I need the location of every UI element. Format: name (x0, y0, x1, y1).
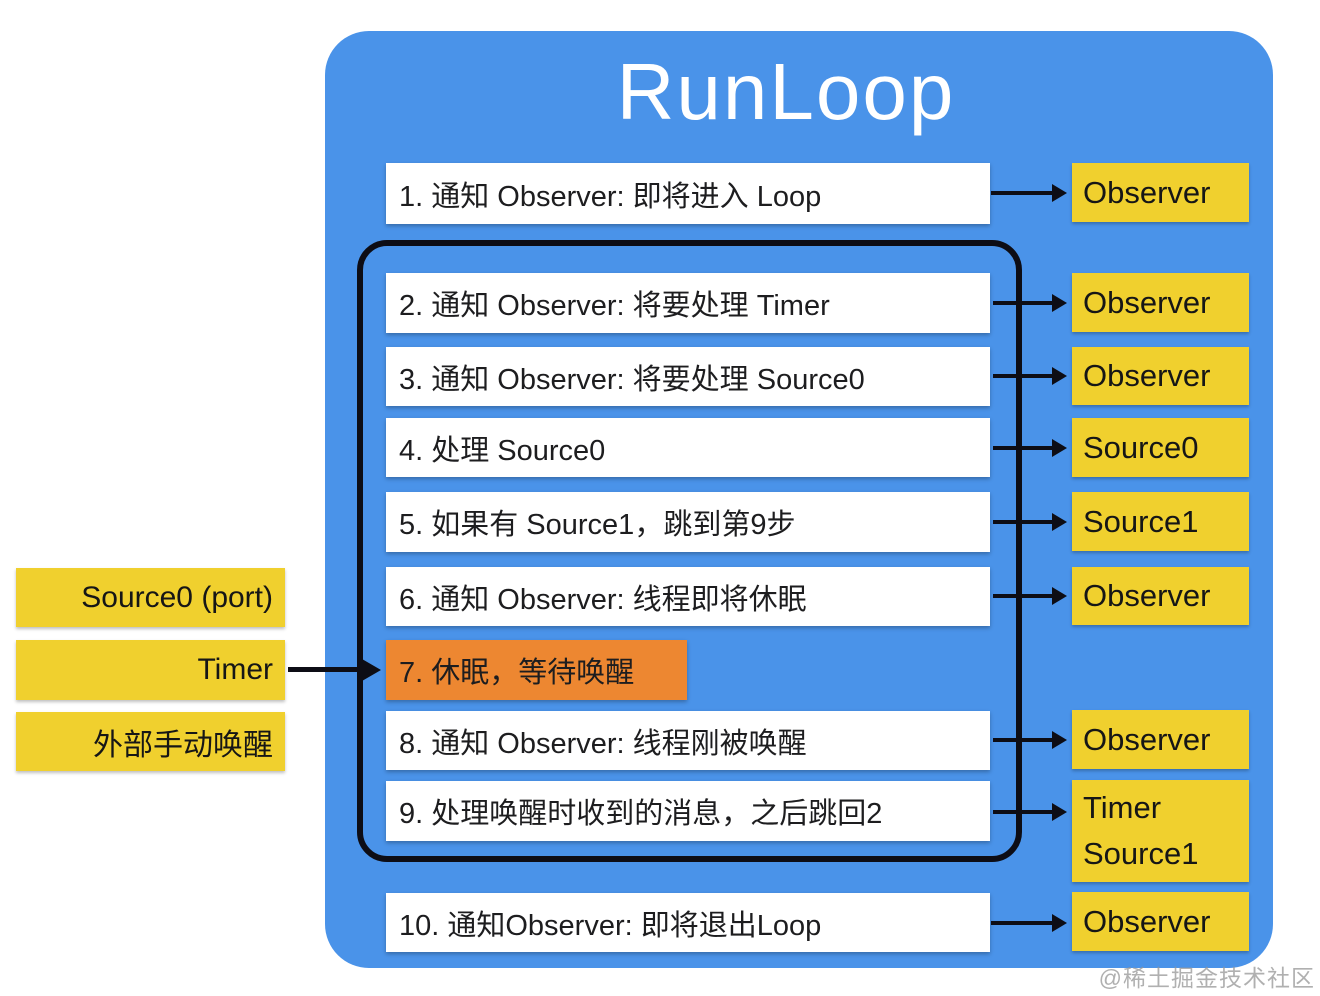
diagram-title: RunLoop (616, 47, 956, 136)
step-6: 6. 通知 Observer: 线程即将休眠 (386, 567, 990, 626)
step-10: 10. 通知Observer: 即将退出Loop (386, 893, 990, 952)
step-2: 2. 通知 Observer: 将要处理 Timer (386, 273, 990, 333)
target-observer-6: Observer (1072, 567, 1249, 625)
arrow-step6-to-observer-icon (993, 594, 1053, 598)
step-7-sleep: 7. 休眠，等待唤醒 (386, 640, 687, 700)
arrow-timer-to-step7-icon (288, 667, 364, 672)
target-source0: Source0 (1072, 418, 1249, 477)
wake-source-source0-port: Source0 (port) (16, 568, 285, 627)
target-observer-3: Observer (1072, 347, 1249, 405)
inner-loop-outline (357, 240, 1022, 862)
step-9: 9. 处理唤醒时收到的消息，之后跳回2 (386, 781, 990, 841)
wake-source-timer: Timer (16, 640, 285, 700)
target-observer-8: Observer (1072, 710, 1249, 769)
target-observer-1: Observer (1072, 163, 1249, 222)
target-observer-10: Observer (1072, 892, 1249, 951)
target-timer-source1-line2: Source1 (1083, 836, 1199, 871)
arrow-step5-to-source1-icon (993, 520, 1053, 524)
wake-source-manual: 外部手动唤醒 (16, 712, 285, 771)
step-5: 5. 如果有 Source1，跳到第9步 (386, 492, 990, 552)
target-source1: Source1 (1072, 492, 1249, 551)
step-3: 3. 通知 Observer: 将要处理 Source0 (386, 347, 990, 406)
arrow-step10-to-observer-icon (991, 921, 1053, 925)
target-timer-source1: Timer Source1 (1072, 780, 1249, 882)
arrow-step8-to-observer-icon (993, 738, 1053, 742)
arrow-step9-to-timer-source1-icon (993, 810, 1053, 814)
step-4: 4. 处理 Source0 (386, 418, 990, 477)
target-observer-2: Observer (1072, 273, 1249, 332)
arrow-step1-to-observer-icon (991, 191, 1053, 195)
arrow-step4-to-source0-icon (993, 446, 1053, 450)
step-8: 8. 通知 Observer: 线程刚被唤醒 (386, 711, 990, 770)
target-timer-source1-line1: Timer (1083, 790, 1162, 825)
step-1: 1. 通知 Observer: 即将进入 Loop (386, 163, 990, 224)
arrow-step2-to-observer-icon (993, 301, 1053, 305)
arrow-step3-to-observer-icon (993, 374, 1053, 378)
watermark: @稀土掘金技术社区 (1098, 965, 1315, 991)
